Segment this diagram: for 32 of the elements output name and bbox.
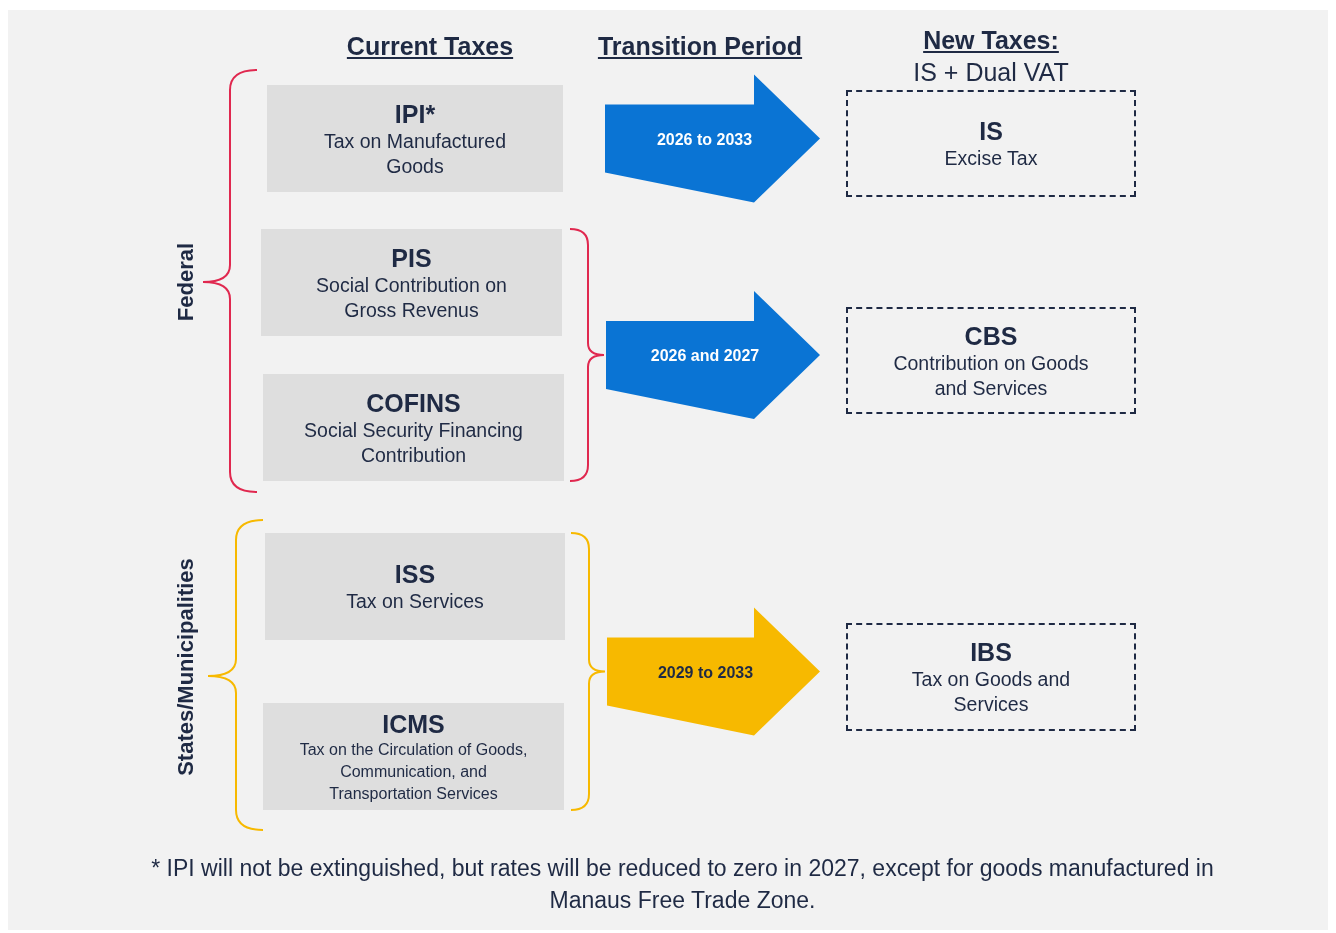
tax-description: Tax on Manufactured Goods xyxy=(322,128,508,179)
tax-code: IPI* xyxy=(394,98,436,129)
group-label: Federal xyxy=(171,242,199,322)
tax-code: IS xyxy=(979,116,1003,146)
tax-code: CBS xyxy=(964,320,1018,351)
tax-code: ISS xyxy=(394,559,436,589)
tax-code: PIS xyxy=(391,242,432,273)
new-tax-box xyxy=(846,307,1136,414)
tax-code: ICMS xyxy=(382,708,445,739)
tax-code: IBS xyxy=(970,637,1012,667)
tax-description: Social Contribution on Gross Revenus xyxy=(315,272,508,323)
group-label: States/Municipalities xyxy=(171,558,199,776)
tax-description: Tax on Goods and Services xyxy=(910,667,1072,717)
col-heading: Current Taxes xyxy=(346,31,514,62)
col-heading: New Taxes: xyxy=(923,25,1059,56)
tax-description: Tax on Services xyxy=(346,589,484,614)
edge-label: 2026 to 2033 xyxy=(655,129,754,150)
edge-label: 2026 and 2027 xyxy=(649,346,761,366)
tax-description: Social Security Financing Contribution xyxy=(303,417,524,468)
footnote: * IPI will not be extinguished, but rates will be reduced to zero in 2027, except for goods manufactured in Manaus Free Trade Zone. xyxy=(150,854,1215,915)
block-arrow xyxy=(605,74,820,203)
block-arrow xyxy=(607,607,820,736)
new-tax-box xyxy=(846,90,1136,197)
tax-description: Contribution on Goods and Services xyxy=(892,350,1090,401)
block-arrow xyxy=(606,291,820,419)
tax-description: Excise Tax xyxy=(944,146,1038,171)
tax-description: Tax on the Circulation of Goods, Communication, and Transportation Services xyxy=(298,739,529,804)
col-subheading: IS + Dual VAT xyxy=(913,57,1069,88)
col-heading: Transition Period xyxy=(597,31,803,62)
edge-label: 2029 to 2033 xyxy=(656,662,755,683)
new-tax-box xyxy=(846,623,1136,731)
tax-code: COFINS xyxy=(366,387,461,418)
